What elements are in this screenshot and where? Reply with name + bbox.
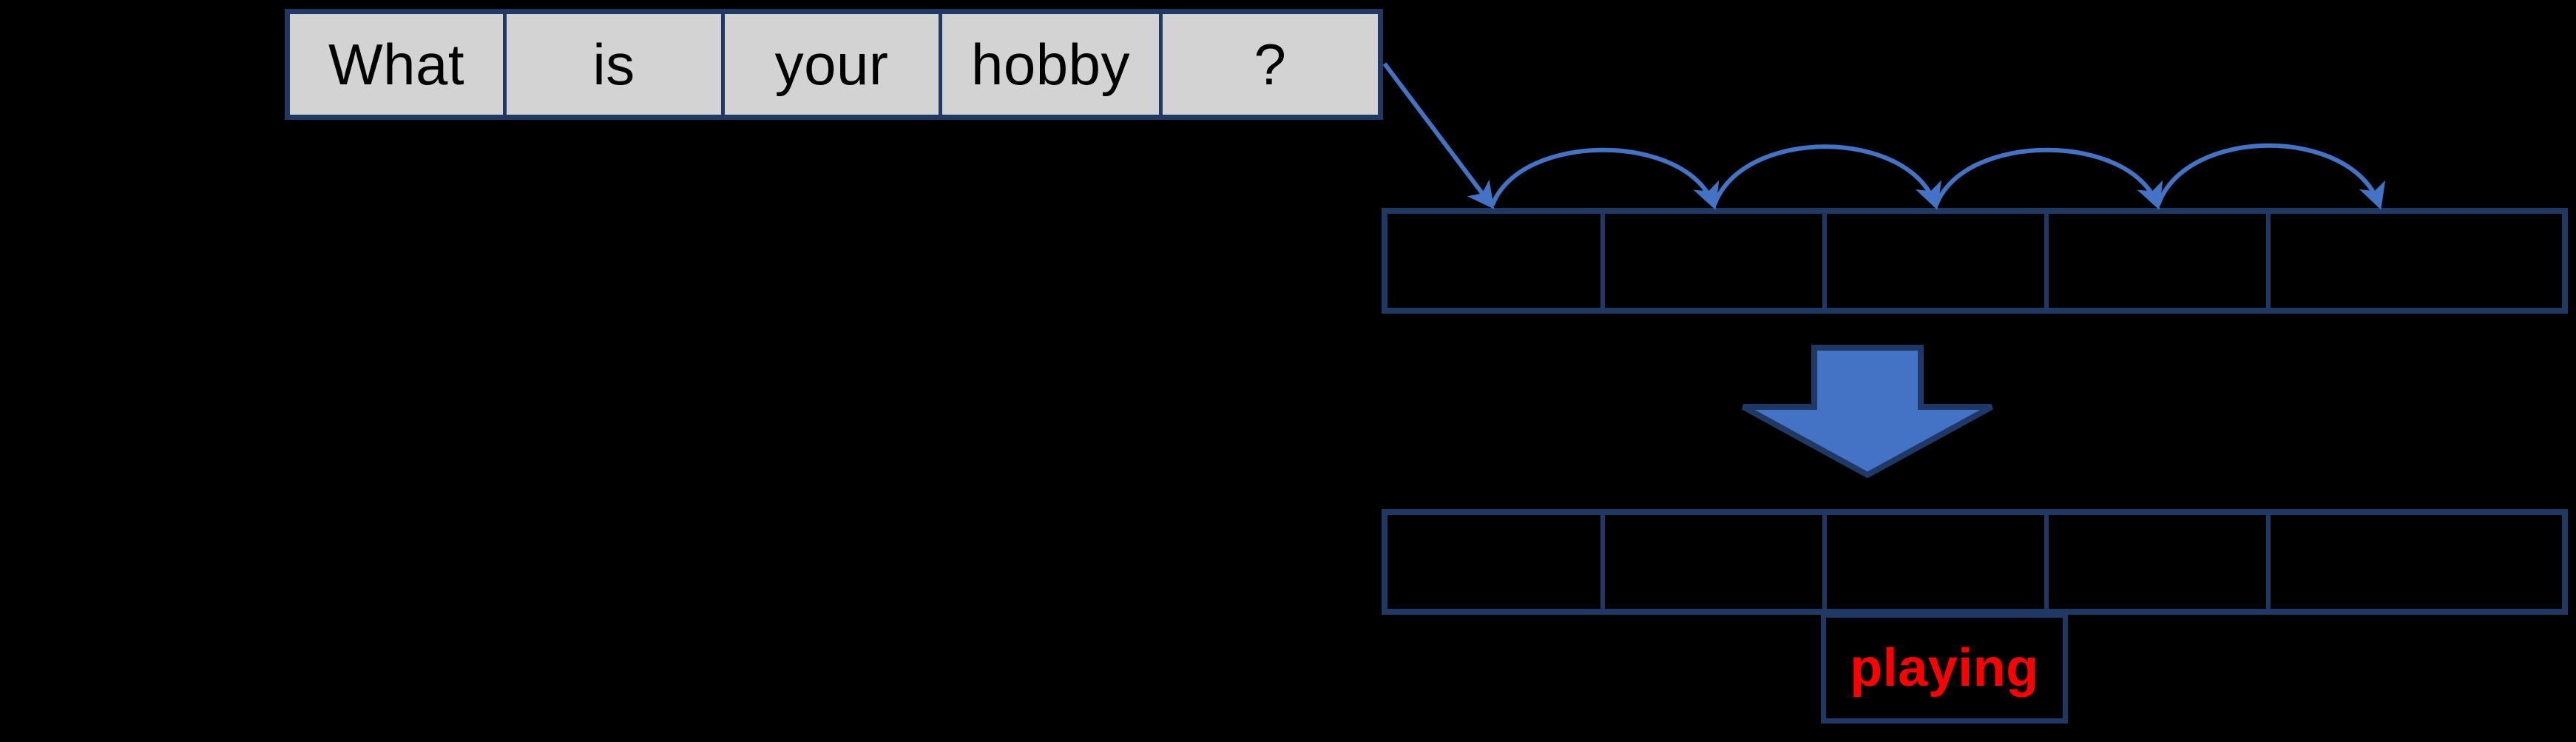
input-cell-2[interactable]: your <box>725 14 942 115</box>
predicted-token-label: playing <box>1850 638 2039 698</box>
hop-arrow-4 <box>2156 143 2386 210</box>
decoder-step-table <box>1382 208 2568 314</box>
output-cell-3[interactable] <box>2049 515 2271 609</box>
input-cell-3[interactable]: hobby <box>942 14 1163 115</box>
input-to-decoder-arrow <box>1382 62 1495 209</box>
input-token-2: your <box>774 32 889 97</box>
input-token-1: is <box>592 32 635 97</box>
input-cell-0[interactable]: What <box>290 14 507 115</box>
input-cell-1[interactable]: is <box>507 14 725 115</box>
predicted-token-cell[interactable]: playing <box>1821 613 2068 724</box>
input-cell-4[interactable]: ? <box>1163 14 1378 115</box>
output-token-table <box>1382 509 2568 615</box>
output-cell-1[interactable] <box>1605 515 1827 609</box>
input-token-4: ? <box>1254 32 1287 97</box>
input-sentence-table: What is your hobby ? <box>285 9 1383 120</box>
input-token-0: What <box>328 32 465 97</box>
hop-arrow-1 <box>1490 147 1720 210</box>
output-cell-0[interactable] <box>1387 515 1605 609</box>
decode-down-arrow <box>1742 345 1993 478</box>
decoder-cell-2[interactable] <box>1827 214 2049 308</box>
output-cell-4[interactable] <box>2271 515 2562 609</box>
decoder-cell-0[interactable] <box>1387 214 1605 308</box>
hop-arrow-3 <box>1934 147 2163 210</box>
decoder-cell-4[interactable] <box>2271 214 2562 308</box>
input-token-3: hobby <box>970 32 1131 97</box>
decoder-cell-3[interactable] <box>2049 214 2271 308</box>
decoder-cell-1[interactable] <box>1605 214 1827 308</box>
hop-arrow-2 <box>1712 144 1941 210</box>
output-cell-2[interactable] <box>1827 515 2049 609</box>
